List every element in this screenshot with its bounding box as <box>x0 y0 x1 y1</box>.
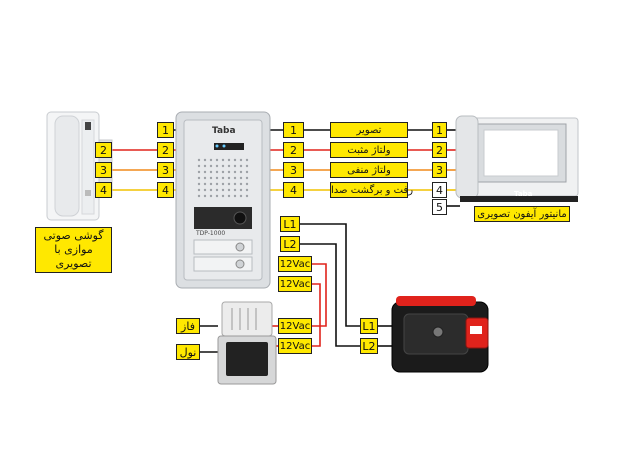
bus-desc-4: رفت و برگشت صدا <box>330 182 413 198</box>
handset-caption-line1: گوشی صوتی <box>43 229 104 242</box>
handset-terminal-4: 4 <box>95 182 112 198</box>
phase-label: فاز <box>176 318 200 334</box>
bus-number-3: 3 <box>283 162 304 178</box>
lock-terminal-l1: L1 <box>360 318 378 334</box>
monitor-brand: Taba <box>514 190 533 198</box>
handset-caption-line2: موازی با تصویری <box>54 243 93 270</box>
electric-lock-device <box>391 296 489 373</box>
wire-l2 <box>300 243 360 347</box>
monitor-terminal-5: 5 <box>432 199 447 215</box>
handset-terminal-2: 2 <box>95 142 112 158</box>
panel-lock-terminal-l1: L1 <box>280 216 300 232</box>
transformer-terminal-2: 12Vac <box>278 338 312 354</box>
handset-caption: گوشی صوتی موازی با تصویری <box>35 227 112 273</box>
bus-number-2: 2 <box>283 142 304 158</box>
monitor-terminal-3: 3 <box>432 162 447 178</box>
bus-desc-3: ولتاژ منفی <box>330 162 408 178</box>
handset-terminal-3: 3 <box>95 162 112 178</box>
monitor-terminal-2: 2 <box>432 142 447 158</box>
neutral-label: نول <box>176 344 200 360</box>
panel-terminal-4: 4 <box>157 182 174 198</box>
bus-desc-2: ولتاژ مثبت <box>330 142 408 158</box>
panel-terminal-2: 2 <box>157 142 174 158</box>
transformer-device <box>217 301 277 385</box>
panel-power-terminal-1: 12Vac <box>278 256 312 272</box>
lock-terminal-l2: L2 <box>360 338 378 354</box>
monitor-terminal-4: 4 <box>432 182 447 198</box>
panel-model: TDP-1000 <box>196 230 226 237</box>
bus-desc-1: تصویر <box>330 122 408 138</box>
transformer-terminal-1: 12Vac <box>278 318 312 334</box>
panel-terminal-3: 3 <box>157 162 174 178</box>
panel-lock-terminal-l2: L2 <box>280 236 300 252</box>
panel-brand: Taba <box>212 126 236 136</box>
wires <box>112 129 460 353</box>
monitor-device <box>455 115 579 202</box>
speaker-grille <box>197 158 249 198</box>
monitor-caption: مانیتور آیفون تصویری <box>474 206 570 222</box>
wire-12vac-b <box>312 283 321 347</box>
wire-l1 <box>300 223 360 327</box>
panel-power-terminal-2: 12Vac <box>278 276 312 292</box>
panel-terminal-1: 1 <box>157 122 174 138</box>
wire-12vac-a <box>312 263 327 327</box>
monitor-terminal-1: 1 <box>432 122 447 138</box>
bus-number-1: 1 <box>283 122 304 138</box>
door-panel-device <box>175 111 271 289</box>
bus-number-4: 4 <box>283 182 304 198</box>
